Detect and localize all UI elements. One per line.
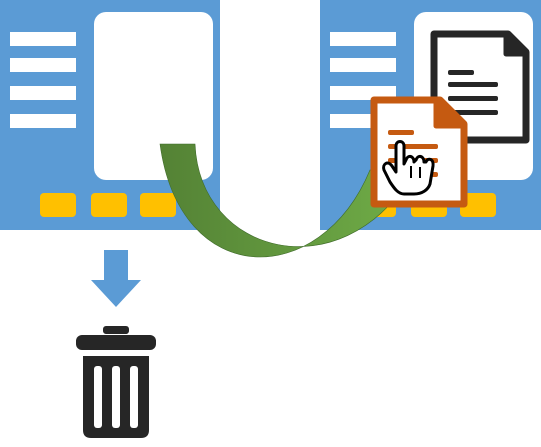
source-footer-button bbox=[40, 193, 76, 217]
source-content-panel bbox=[94, 12, 213, 180]
move-to-trash-arrow bbox=[91, 250, 141, 307]
source-window bbox=[0, 0, 220, 230]
trash-can-icon bbox=[76, 326, 156, 438]
hand-pointer-icon bbox=[382, 140, 435, 196]
source-menu-line bbox=[10, 58, 76, 72]
destination-footer-button bbox=[460, 193, 496, 217]
destination-menu-line bbox=[330, 58, 396, 72]
destination-menu-line bbox=[330, 32, 396, 46]
source-footer-button bbox=[91, 193, 127, 217]
source-menu-line bbox=[10, 32, 76, 46]
source-footer-button bbox=[140, 193, 176, 217]
source-menu-line bbox=[10, 86, 76, 100]
source-menu-line bbox=[10, 114, 76, 128]
